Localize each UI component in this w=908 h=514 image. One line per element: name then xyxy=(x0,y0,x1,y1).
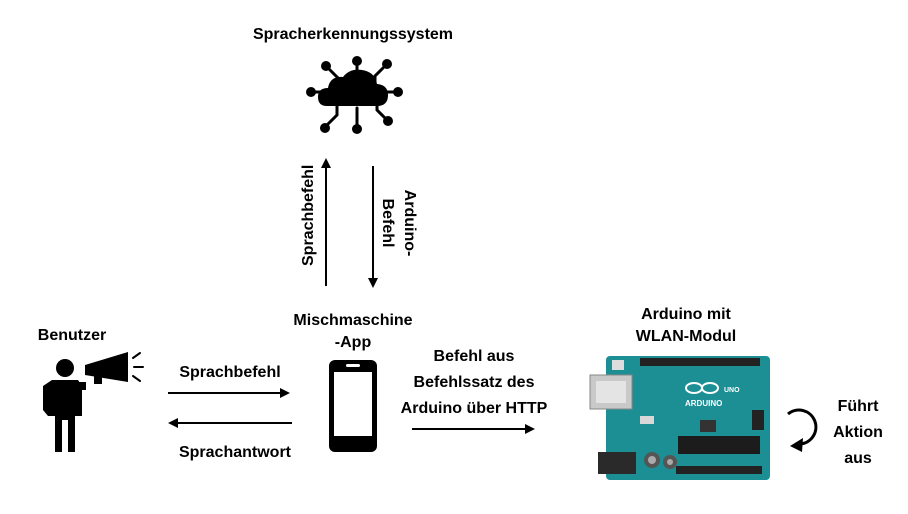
arduino-label-line1: Arduino mit xyxy=(641,306,731,323)
action-label-line1: Führt xyxy=(837,398,879,415)
arrow-app-to-speech xyxy=(321,158,331,286)
speech-system-label: Spracherkennungssystem xyxy=(252,26,454,43)
action-label-line2: Aktion xyxy=(833,424,883,441)
action-label-line3: aus xyxy=(844,450,872,467)
edge-label-app-to-user: Sprachantwort xyxy=(178,444,291,461)
edge-label-app-to-arduino-line3: Arduino über HTTP xyxy=(400,400,548,417)
board-model-text: UNO xyxy=(724,387,740,394)
edge-label-speech-to-app-line2: Befehl xyxy=(379,198,396,248)
arrow-user-to-app xyxy=(168,388,290,398)
board-brand-text: ARDUINO xyxy=(685,399,722,408)
edge-label-speech-to-app-line1: Arduino- xyxy=(401,189,418,257)
arduino-label-line2: WLAN-Modul xyxy=(635,328,737,345)
edge-label-app-to-speech: Sprachbefehl xyxy=(300,164,317,266)
user-label: Benutzer xyxy=(37,327,107,344)
arrow-app-to-user xyxy=(168,418,292,428)
arrow-app-to-arduino xyxy=(412,424,535,434)
edge-label-app-to-arduino: Befehl aus Befehlssatz des Arduino über … xyxy=(384,344,564,422)
arduino-label: Arduino mit WLAN-Modul xyxy=(606,304,766,348)
edge-label-speech-to-app: Arduino- Befehl xyxy=(376,183,420,263)
app-label-line1: Mischmaschine xyxy=(293,312,413,329)
app-label: Mischmaschine -App xyxy=(278,310,428,354)
action-label: Führt Aktion aus xyxy=(822,394,894,472)
edge-label-app-to-arduino-line2: Befehlssatz des xyxy=(413,374,535,391)
edge-label-user-to-app: Sprachbefehl xyxy=(179,364,281,381)
edge-label-app-to-arduino-line1: Befehl aus xyxy=(433,348,515,365)
app-label-line2: -App xyxy=(334,334,372,351)
